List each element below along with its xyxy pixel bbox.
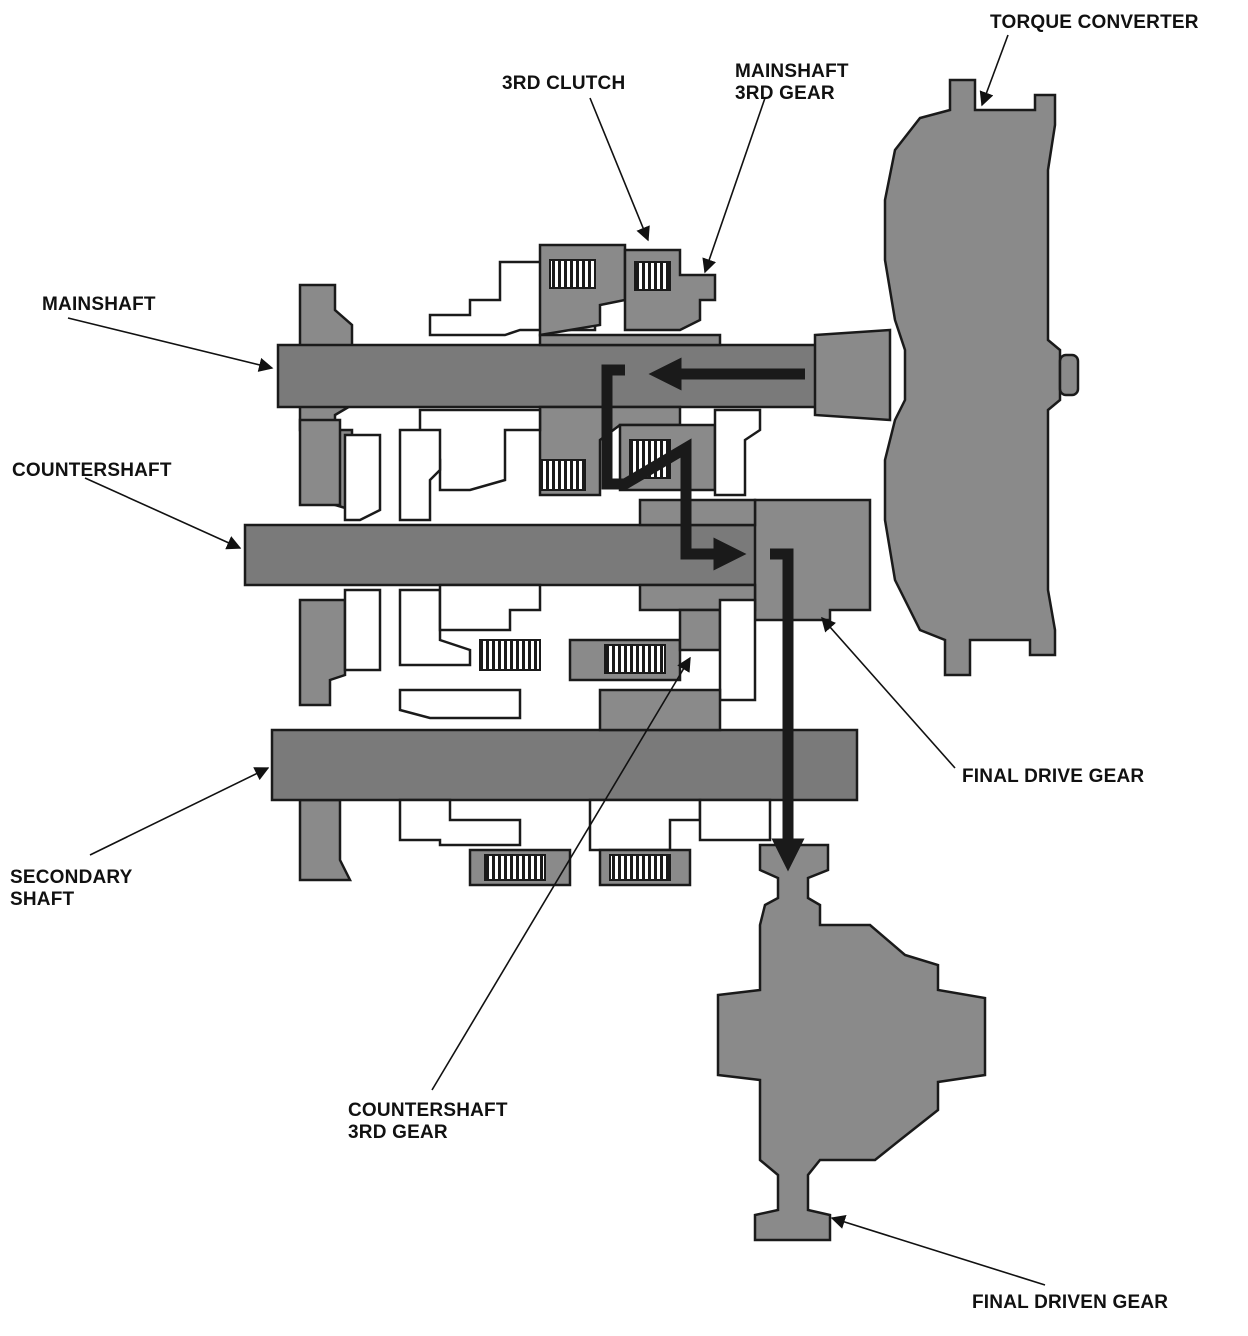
leader-final-drive-gear (821, 616, 956, 769)
label-secondary-shaft-line2: SHAFT (10, 889, 75, 910)
leader-countershaft-3rd-gear (431, 656, 691, 1091)
labels: TORQUE CONVERTER 3RD CLUTCH MAINSHAFT 3R… (10, 12, 1199, 1313)
label-countershaft-3rd-gear-line1: COUNTERSHAFT (348, 1100, 508, 1121)
leader-torque-converter (979, 34, 1009, 107)
label-final-drive-gear: FINAL DRIVE GEAR (962, 766, 1144, 787)
leader-3rd-clutch (589, 97, 650, 242)
leader-secondary-shaft (89, 767, 270, 856)
leader-mainshaft-3rd-gear (702, 97, 766, 274)
label-3rd-clutch: 3RD CLUTCH (502, 73, 625, 94)
leader-lines (67, 34, 1046, 1286)
label-mainshaft: MAINSHAFT (42, 294, 156, 315)
leader-countershaft (84, 477, 242, 550)
differential-assembly (716, 843, 987, 1242)
torque-converter (883, 78, 1080, 677)
label-countershaft-3rd-gear-line2: 3RD GEAR (348, 1122, 448, 1143)
label-mainshaft-3rd-gear-line2: 3RD GEAR (735, 83, 835, 104)
secondary-shaft-assembly (270, 688, 859, 887)
leader-mainshaft (67, 317, 274, 372)
label-torque-converter: TORQUE CONVERTER (990, 12, 1199, 33)
countershaft-assembly (243, 428, 872, 707)
leader-final-driven-gear (830, 1215, 1046, 1286)
power-flow-path (601, 357, 805, 872)
label-secondary-shaft-line1: SECONDARY (10, 867, 133, 888)
label-mainshaft-3rd-gear-line1: MAINSHAFT (735, 61, 849, 82)
label-final-driven-gear: FINAL DRIVEN GEAR (972, 1292, 1168, 1313)
mainshaft-assembly (276, 243, 892, 512)
label-countershaft: COUNTERSHAFT (12, 460, 172, 481)
